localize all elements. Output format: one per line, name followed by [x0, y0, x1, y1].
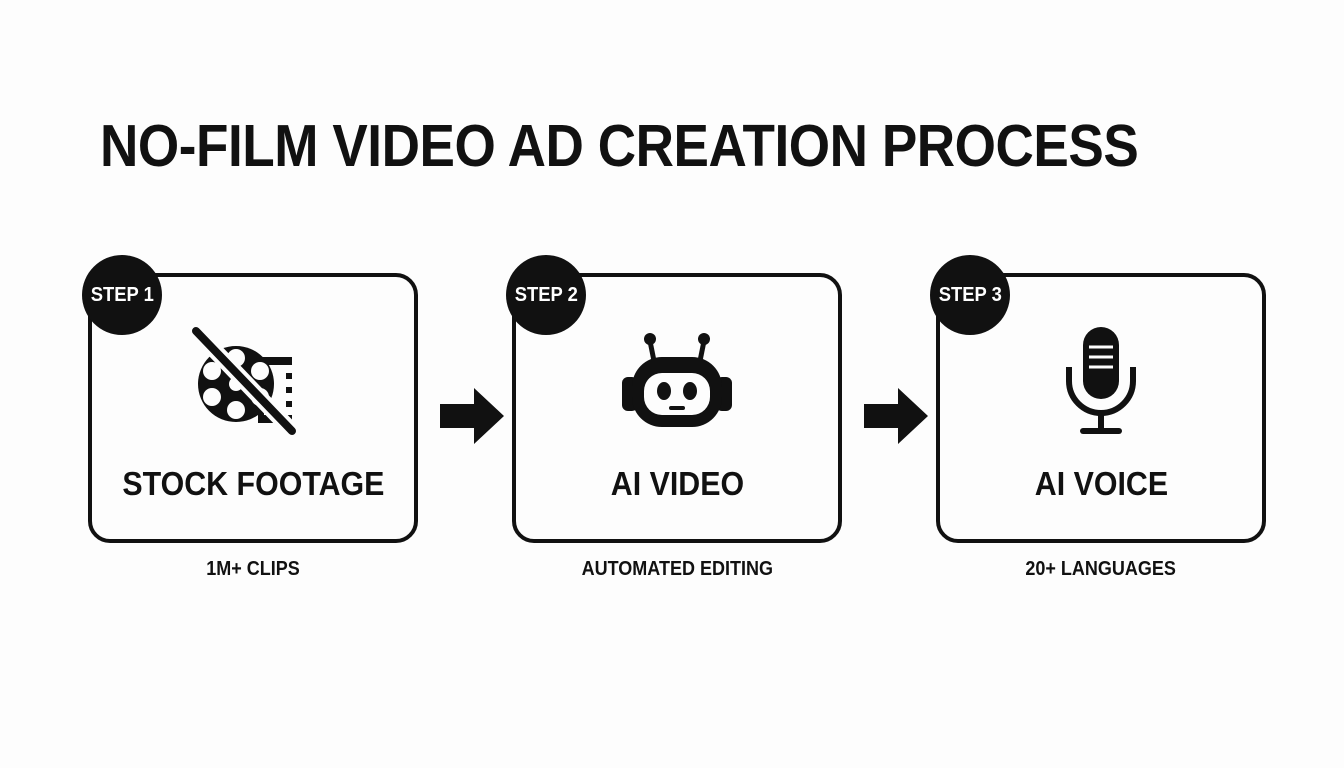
- step-1-caption: 1M+ CLIPS: [88, 558, 418, 581]
- step-3-caption-text: 20+ LANGUAGES: [1025, 558, 1177, 580]
- film-reel-crossed-icon: [188, 327, 300, 437]
- step-2-badge-label: STEP 2: [514, 283, 578, 306]
- arrow-right-icon: [440, 388, 504, 444]
- step-1-card: STOCK FOOTAGE: [88, 273, 418, 543]
- step-2-caption: AUTOMATED EDITING: [512, 558, 842, 581]
- step-1-caption-text: 1M+ CLIPS: [206, 558, 300, 580]
- step-1-label-text: STOCK FOOTAGE: [121, 465, 384, 502]
- step-1-label: STOCK FOOTAGE: [92, 465, 414, 503]
- step-3-label-text: AI VOICE: [1034, 465, 1168, 502]
- step-2-label-text: AI VIDEO: [610, 465, 744, 502]
- step-3-badge-label: STEP 3: [938, 283, 1002, 306]
- step-2-badge: STEP 2: [506, 255, 586, 335]
- step-3-badge: STEP 3: [930, 255, 1010, 335]
- arrow-right-icon: [864, 388, 928, 444]
- step-2-caption-text: AUTOMATED EDITING: [581, 558, 773, 580]
- step-1-badge-label: STEP 1: [90, 283, 154, 306]
- step-3-label: AI VOICE: [940, 465, 1262, 503]
- page-title: NO-FILM VIDEO AD CREATION PROCESS: [100, 113, 1139, 179]
- step-1-badge: STEP 1: [82, 255, 162, 335]
- microphone-icon: [1066, 327, 1136, 434]
- step-3-caption: 20+ LANGUAGES: [936, 558, 1266, 581]
- step-2-label: AI VIDEO: [516, 465, 838, 503]
- robot-icon: [622, 333, 732, 427]
